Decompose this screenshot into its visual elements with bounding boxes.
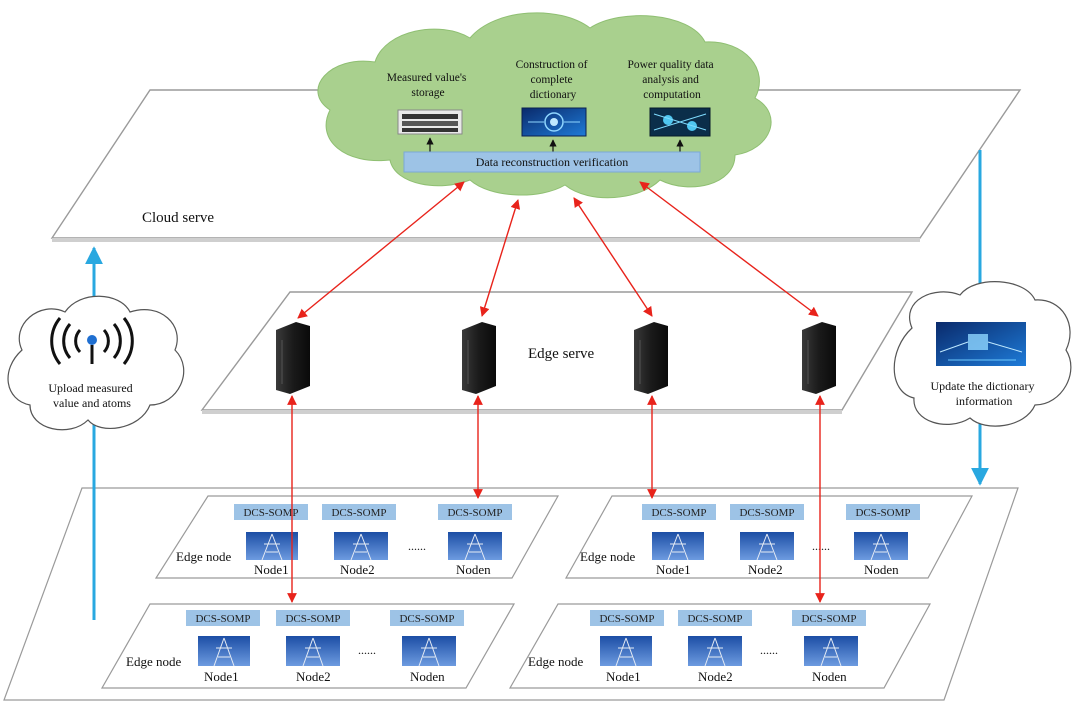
dcs-somp-box xyxy=(792,610,866,626)
node-label: Noden xyxy=(456,562,491,577)
update-note-text: Update the dictionary information xyxy=(931,379,1038,408)
edge-node-group-4: DCS-SOMP DCS-SOMP DCS-SOMP Edge node ...… xyxy=(508,603,932,689)
node-label: Node1 xyxy=(606,669,641,684)
dcs-somp-box xyxy=(730,504,804,520)
sync-arrow-cloud-server3 xyxy=(573,197,653,317)
circuit-board-image xyxy=(936,322,1026,366)
edge-node-label: Edge node xyxy=(528,654,583,669)
tower-image-noden xyxy=(854,532,908,561)
verification-bar-label: Data reconstruction verification xyxy=(476,155,629,169)
sync-arrow-cloud-server2 xyxy=(479,199,521,317)
cloud-serve-plane-edge xyxy=(52,238,920,242)
dcs-somp-label: DCS-SOMP xyxy=(801,613,856,625)
ellipsis: ...... xyxy=(408,539,426,553)
edge-server-3 xyxy=(634,322,668,394)
tower-image-node1 xyxy=(246,532,298,561)
dcs-somp-label: DCS-SOMP xyxy=(243,507,298,519)
edge-node-group-2: DCS-SOMP DCS-SOMP DCS-SOMP Edge node ...… xyxy=(564,495,974,579)
function-label-storage: Measured value's storage xyxy=(387,72,470,99)
node-label: Node1 xyxy=(656,562,691,577)
tower-image-node1 xyxy=(652,532,704,561)
ellipsis: ...... xyxy=(812,539,830,553)
disk-array-image xyxy=(397,109,463,135)
dcs-somp-label: DCS-SOMP xyxy=(855,507,910,519)
tower-image-node1 xyxy=(198,636,250,667)
function-label-analysis: Power quality data analysis and computat… xyxy=(627,59,716,101)
verification-bar xyxy=(403,151,701,173)
dcs-somp-box xyxy=(642,504,716,520)
upload-note-text: Upload measured value and atoms xyxy=(48,381,135,410)
dcs-somp-box xyxy=(276,610,350,626)
dcs-somp-label: DCS-SOMP xyxy=(739,507,794,519)
node-label: Node1 xyxy=(204,669,239,684)
node-label: Noden xyxy=(864,562,899,577)
edge-node-label: Edge node xyxy=(126,654,181,669)
sync-arrow-cloud-server1 xyxy=(297,181,465,319)
tower-image-node2 xyxy=(286,636,340,667)
dcs-somp-label: DCS-SOMP xyxy=(599,613,654,625)
function-label-dictionary: Construction of complete dictionary xyxy=(516,59,591,101)
tower-image-node1 xyxy=(600,636,652,667)
dcs-somp-label: DCS-SOMP xyxy=(285,613,340,625)
edge-node-label: Edge node xyxy=(580,549,635,564)
node-label: Node2 xyxy=(698,669,733,684)
dcs-somp-box xyxy=(438,504,512,520)
data-analysis-image xyxy=(649,107,711,137)
node-label: Node2 xyxy=(340,562,375,577)
edge-serve-plane-edge xyxy=(202,410,842,414)
ai-brain-image xyxy=(521,107,587,137)
tower-image-node2 xyxy=(740,532,794,561)
edge-server-1 xyxy=(276,322,310,394)
dcs-somp-label: DCS-SOMP xyxy=(651,507,706,519)
node-label: Noden xyxy=(812,669,847,684)
edge-server-2 xyxy=(462,322,496,394)
tower-image-node2 xyxy=(334,532,388,561)
tower-image-node2 xyxy=(688,636,742,667)
tower-image-noden xyxy=(402,636,456,667)
tower-image-noden xyxy=(804,636,858,667)
ellipsis: ...... xyxy=(760,643,778,657)
dcs-somp-box xyxy=(590,610,664,626)
dcs-somp-label: DCS-SOMP xyxy=(687,613,742,625)
dcs-somp-label: DCS-SOMP xyxy=(399,613,454,625)
node-label: Node1 xyxy=(254,562,289,577)
dcs-somp-box xyxy=(390,610,464,626)
dcs-somp-label: DCS-SOMP xyxy=(331,507,386,519)
sync-arrow-cloud-server4 xyxy=(639,181,819,317)
edge-server-4 xyxy=(802,322,836,394)
ellipsis: ...... xyxy=(358,643,376,657)
node-label: Node2 xyxy=(748,562,783,577)
dcs-somp-box xyxy=(678,610,752,626)
tower-image-noden xyxy=(448,532,502,561)
node-label: Noden xyxy=(410,669,445,684)
dcs-somp-box xyxy=(186,610,260,626)
dcs-somp-label: DCS-SOMP xyxy=(195,613,250,625)
dcs-somp-box xyxy=(846,504,920,520)
edge-node-group-3: DCS-SOMP DCS-SOMP DCS-SOMP Edge node ...… xyxy=(100,603,516,689)
dcs-somp-box xyxy=(322,504,396,520)
edge-node-label: Edge node xyxy=(176,549,231,564)
node-label: Node2 xyxy=(296,669,331,684)
wireless-antenna-icon xyxy=(50,317,134,365)
cloud-serve-label: Cloud serve xyxy=(142,210,214,226)
edge-serve-label: Edge serve xyxy=(528,346,595,362)
edge-node-group-1: DCS-SOMP DCS-SOMP DCS-SOMP Edge node ...… xyxy=(154,495,560,579)
dcs-somp-label: DCS-SOMP xyxy=(447,507,502,519)
